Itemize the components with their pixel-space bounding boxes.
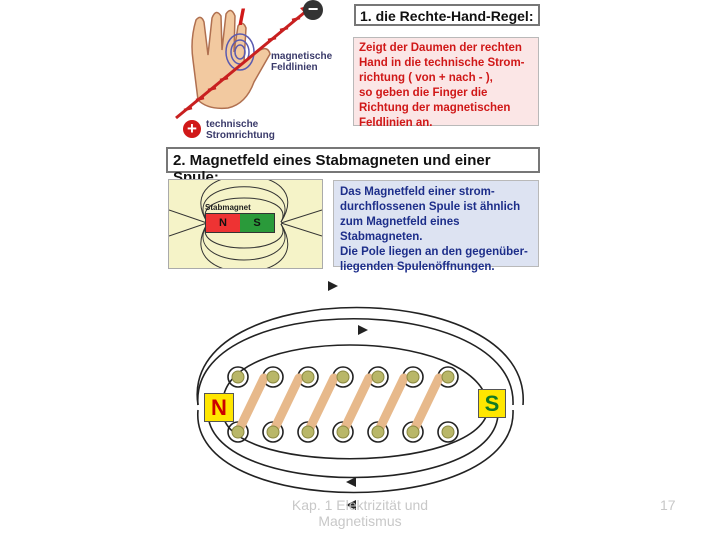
bar-magnet: N S bbox=[205, 213, 275, 233]
plus-symbol: + bbox=[187, 119, 197, 138]
coil-north-pole: N bbox=[204, 393, 234, 422]
footer-caption: Kap. 1 Elektrizität und Magnetismus bbox=[291, 497, 429, 529]
magnet-label: Stabmagnet bbox=[205, 203, 251, 212]
minus-symbol: − bbox=[307, 0, 319, 19]
section1-title: 1. die Rechte-Hand-Regel: bbox=[354, 4, 540, 26]
section1-text: Zeigt der Daumen der rechten Hand in die… bbox=[353, 37, 539, 129]
magnet-north: N bbox=[206, 214, 240, 232]
section2-text: Das Magnetfeld einer strom- durchflossen… bbox=[333, 180, 539, 273]
current-symbol: I bbox=[238, 4, 245, 31]
field-lines-label: magnetische Feldlinien bbox=[271, 51, 333, 73]
field-lines-icon bbox=[169, 180, 322, 268]
hand-illustration bbox=[168, 0, 348, 140]
right-hand-rule-icon bbox=[175, 4, 314, 120]
magnet-south: S bbox=[240, 214, 274, 232]
plus-pole-icon: + bbox=[183, 120, 201, 138]
current-direction-label: technische Stromrichtung bbox=[206, 119, 275, 141]
page-number: 17 bbox=[660, 497, 676, 513]
coil-figure bbox=[168, 270, 540, 532]
coil-south-pole: S bbox=[478, 389, 506, 418]
section2-title: 2. Magnetfeld eines Stabmagneten und ein… bbox=[166, 147, 540, 186]
minus-pole-icon: − bbox=[303, 0, 323, 20]
coil-field-icon bbox=[196, 281, 524, 510]
